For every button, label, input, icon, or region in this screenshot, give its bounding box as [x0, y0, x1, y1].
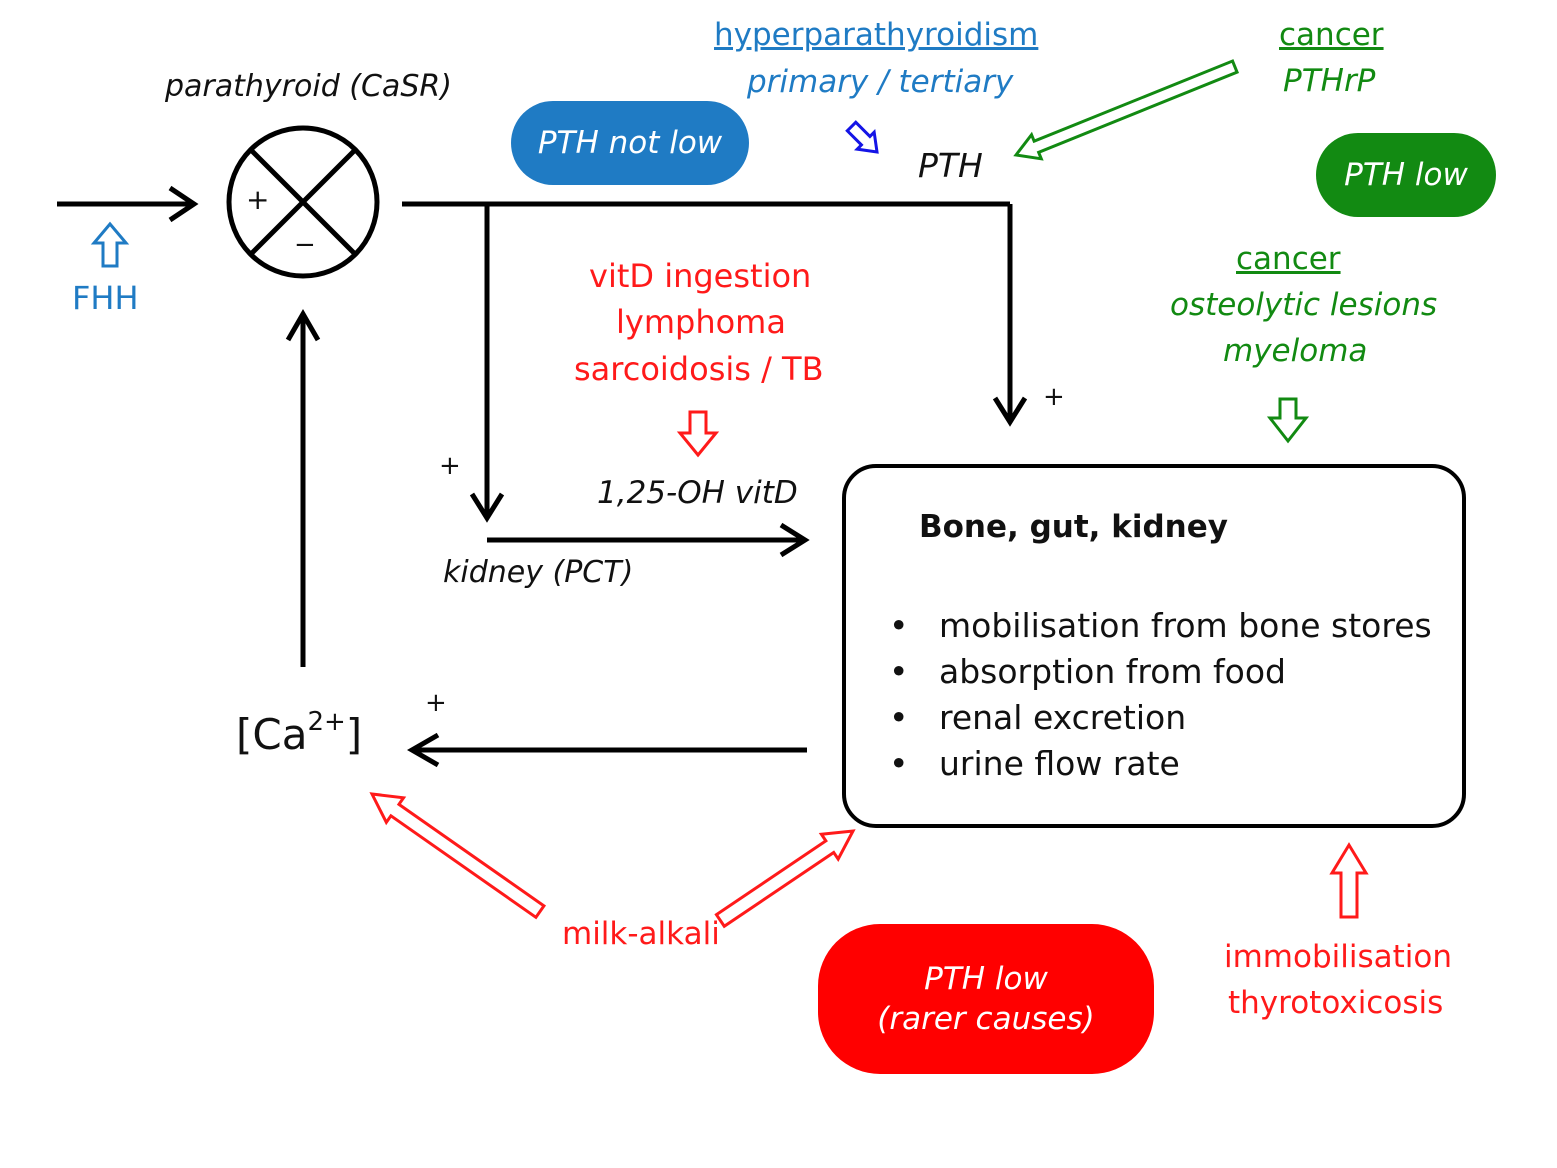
cancer-pthrp-arrow-icon — [1013, 59, 1240, 161]
parathyroid-label: parathyroid (CaSR) — [165, 69, 452, 104]
immobilisation-label: immobilisation — [1224, 939, 1453, 975]
vitd-product-label: 1,25-OH vitD — [597, 475, 798, 511]
pth-low-red-badge: PTH low (rarer causes) — [818, 924, 1154, 1074]
calcium-base-text: [Ca — [236, 710, 308, 759]
osteolytic-lesions-label: osteolytic lesions — [1170, 287, 1438, 323]
hyperparathyroidism-subtype-label: primary / tertiary — [747, 64, 1014, 100]
milk-alkali-to-calcium-arrow-icon — [369, 792, 547, 920]
effector-list: • mobilisation from bone stores • absorpti… — [889, 603, 1432, 787]
cancer-lytic-down-arrow-icon — [1266, 397, 1310, 444]
pth-not-low-badge-text: PTH not low — [537, 124, 723, 161]
pth-to-kidney-arrowhead — [469, 492, 505, 523]
comparator-cross-b — [249, 148, 357, 256]
hyperparathyroidism-label: hyperparathyroidism — [714, 17, 1039, 53]
thyrotoxicosis-label: thyrotoxicosis — [1228, 985, 1444, 1021]
pth-low-red-badge-line1: PTH low — [924, 960, 1048, 997]
vitd-down-arrow-icon — [676, 410, 720, 458]
kidney-label: kidney (PCT) — [443, 555, 634, 590]
hyperpara-arrow-icon — [845, 120, 879, 154]
fhh-label: FHH — [72, 279, 139, 317]
comparator-minus-sign: − — [294, 230, 316, 260]
lymphoma-label: lymphoma — [616, 303, 786, 341]
effector-box-title: Bone, gut, kidney — [919, 509, 1228, 545]
immobilisation-up-arrow-icon — [1329, 842, 1369, 919]
calcium-close-text: ] — [345, 710, 363, 759]
effector-list-item: • mobilisation from bone stores — [889, 603, 1432, 649]
milk-alkali-to-box-arrow-icon — [714, 829, 856, 929]
effector-item-text: renal excretion — [939, 698, 1187, 737]
milk-alkali-label: milk-alkali — [562, 916, 720, 952]
vitd-ingestion-label: vitD ingestion — [589, 257, 812, 295]
cancer-lytic-title: cancer — [1236, 241, 1341, 277]
effector-list-item: • urine flow rate — [889, 741, 1432, 787]
fhh-up-arrow-icon — [90, 221, 130, 268]
pth-low-green-badge-text: PTH low — [1344, 156, 1468, 193]
bone-gut-kidney-box: Bone, gut, kidney • mobilisation from bon… — [842, 464, 1466, 828]
pth-not-low-badge: PTH not low — [511, 101, 749, 185]
cancer-pthrp-title: cancer — [1279, 17, 1384, 53]
box-to-calcium-arrowhead — [406, 732, 440, 768]
bullet-icon: • — [889, 606, 909, 645]
calcium-label: [Ca2+] — [236, 709, 363, 759]
bullet-icon: • — [889, 744, 909, 783]
pth-label: PTH — [918, 146, 983, 185]
calcium-charge-text: 2+ — [307, 707, 346, 737]
cancer-pthrp-label: PTHrP — [1283, 63, 1376, 99]
sarcoidosis-tb-label: sarcoidosis / TB — [574, 350, 824, 388]
pth-effect-plus-sign: + — [1043, 382, 1065, 412]
vitd-to-box-arrowhead — [779, 522, 810, 558]
parathyroid-comparator — [226, 125, 380, 279]
pth-low-red-badge-line2: (rarer causes) — [877, 1001, 1095, 1037]
effector-list-item: • renal excretion — [889, 695, 1432, 741]
calcium-effect-plus-sign: + — [425, 688, 447, 718]
pth-low-green-badge: PTH low — [1316, 133, 1496, 217]
pth-to-box-arrowhead — [992, 396, 1028, 427]
effector-item-text: mobilisation from bone stores — [939, 606, 1432, 645]
comparator-plus-sign: + — [246, 183, 270, 216]
effector-item-text: absorption from food — [939, 652, 1286, 691]
calcium-feedback-arrowhead — [285, 308, 321, 342]
effector-item-text: urine flow rate — [939, 744, 1180, 783]
bullet-icon: • — [889, 698, 909, 737]
kidney-effect-plus-sign: + — [439, 451, 461, 481]
myeloma-label: myeloma — [1223, 333, 1368, 369]
bullet-icon: • — [889, 652, 909, 691]
effector-list-item: • absorption from food — [889, 649, 1432, 695]
input-arrowhead — [168, 185, 199, 223]
